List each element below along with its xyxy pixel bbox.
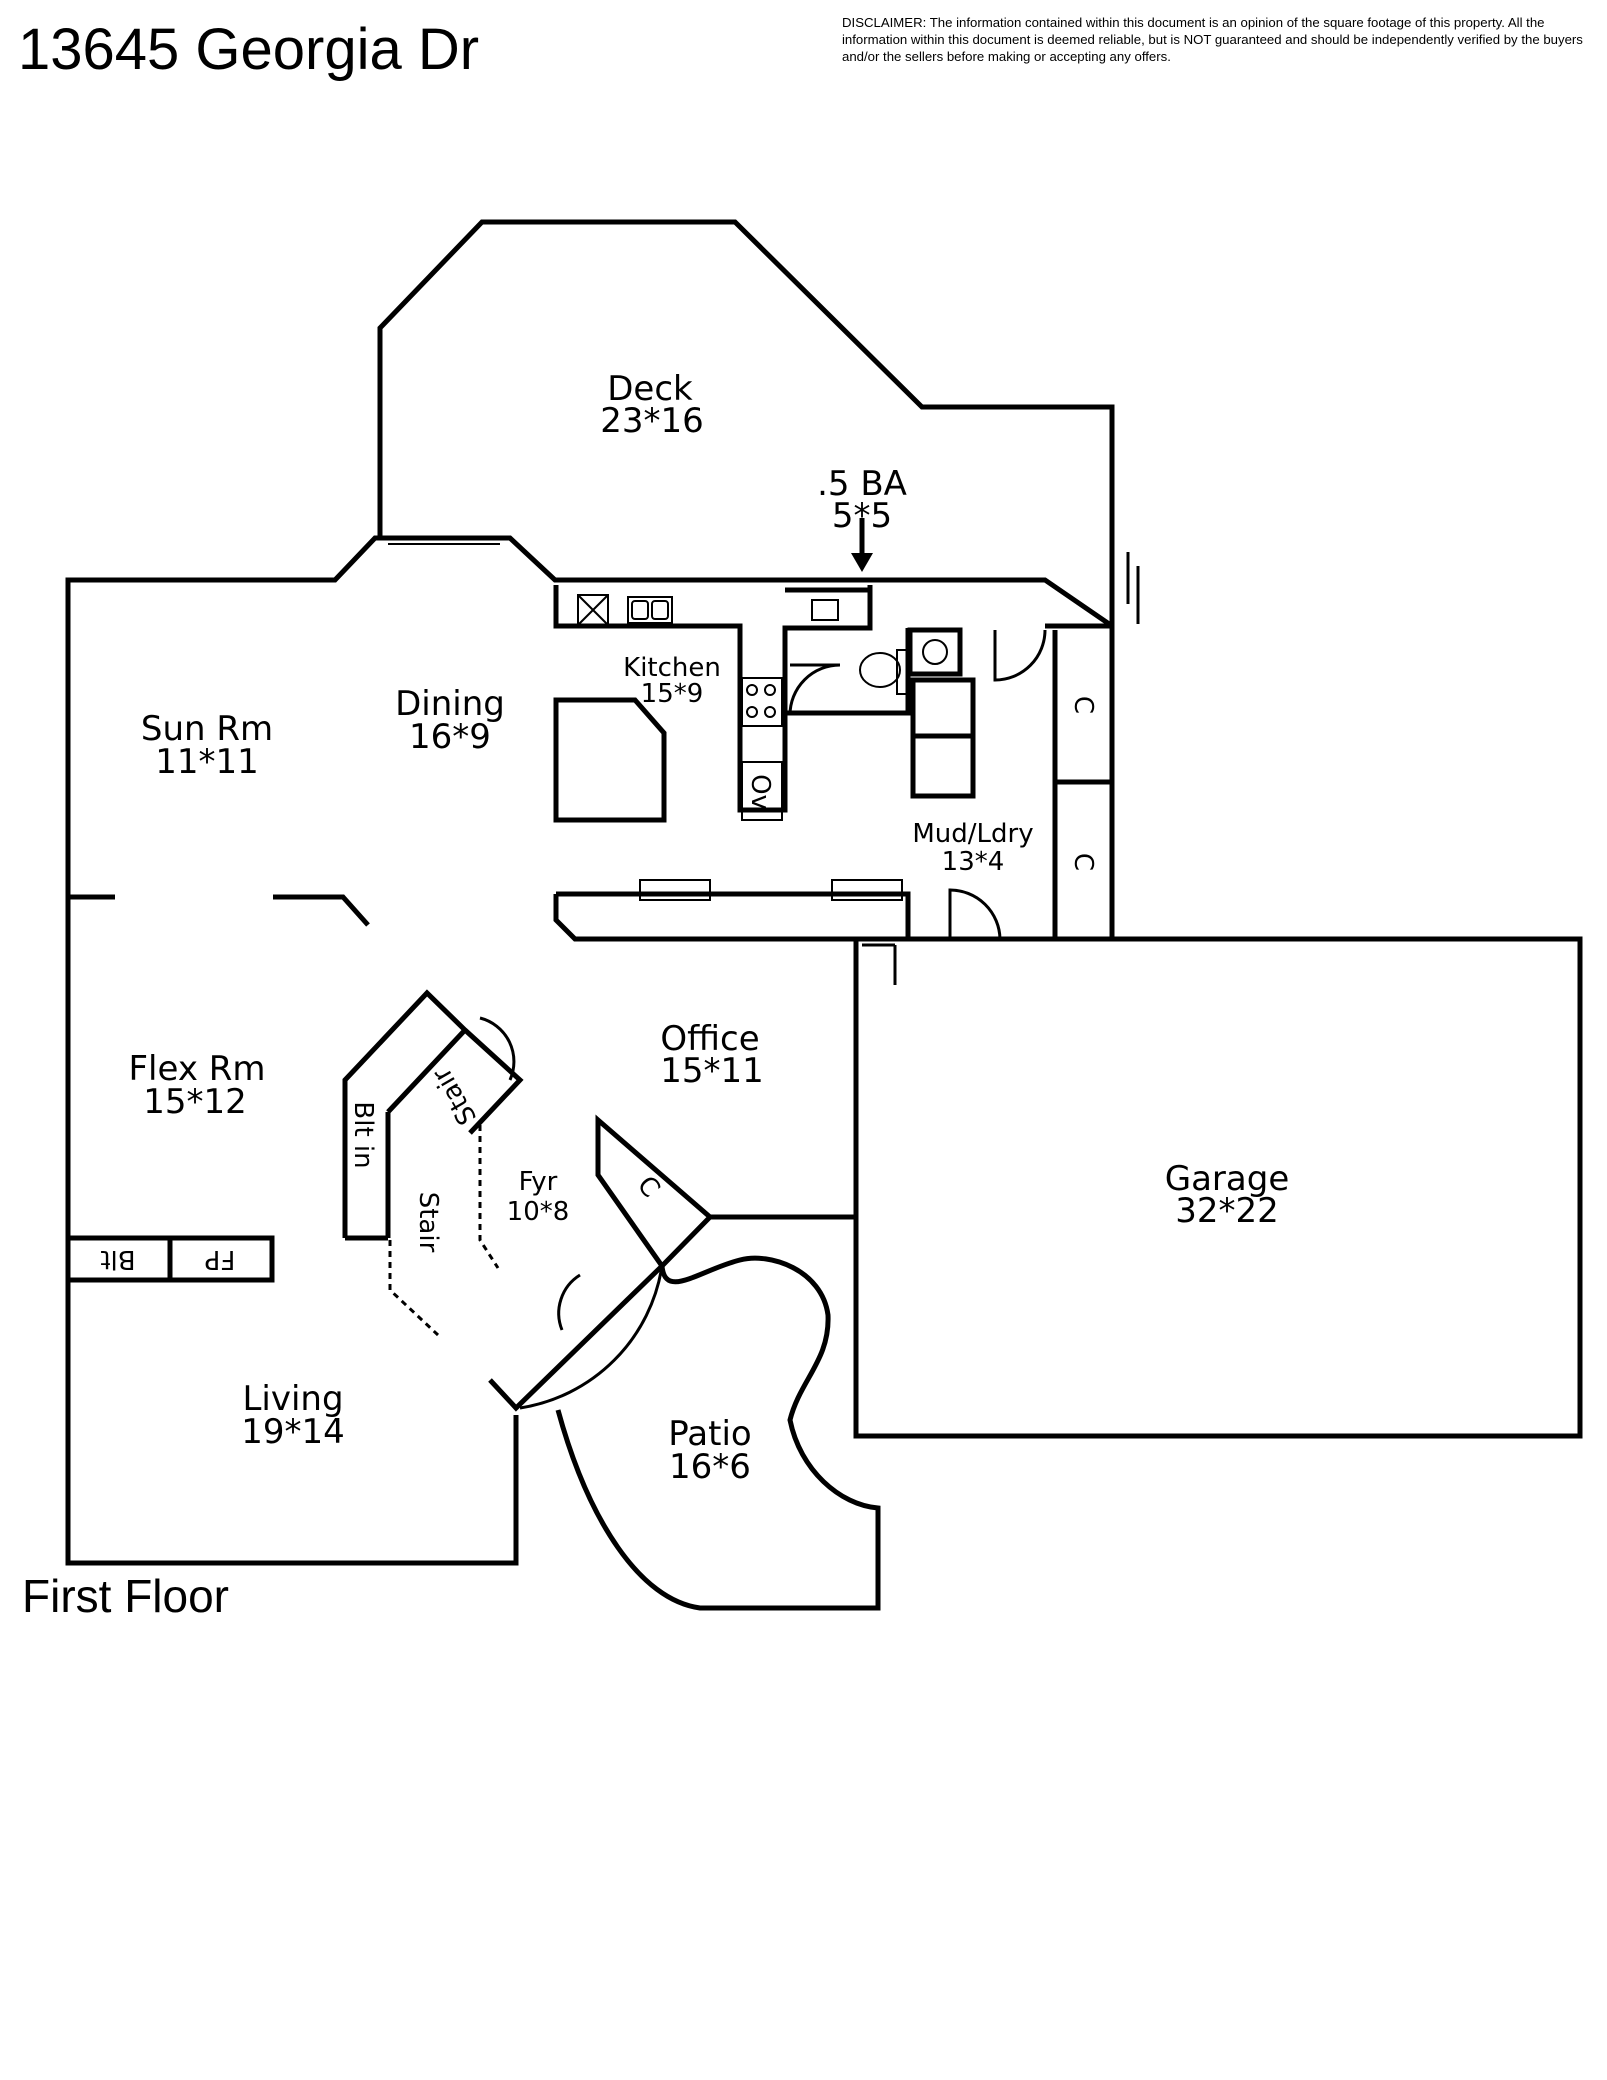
sun-room-label: Sun Rm [141,709,273,749]
disclaimer-text: DISCLAIMER: The information contained wi… [842,15,1583,64]
washer [910,677,976,739]
sun-flex-partition-2 [273,894,370,927]
floor-label: First Floor [22,1570,229,1622]
mud-laundry-label: Mud/Ldry [912,819,1033,849]
kitchen-label: Kitchen [623,653,721,683]
dining-label: Dining [395,684,505,724]
sliding-door [388,537,500,545]
stair-upper-label: Stair [427,1062,483,1130]
foyer-label: Fyr [519,1167,558,1197]
half-bath-dims: 5*5 [832,496,892,536]
kitchen-island [553,697,667,823]
living-label: Living [242,1379,343,1419]
counter-item-2 [831,879,903,901]
half-bath-arrow-icon [851,518,873,572]
bath-door [788,663,841,716]
fireplace-label: FP [205,1244,236,1274]
bar-sink-icon [811,599,839,621]
deck-outline [377,219,1115,629]
counter-item-1 [639,879,711,901]
kitchen-dims: 15*9 [641,679,704,709]
page-title: 13645 Georgia Dr [18,17,480,82]
deck-stairs-marker [1126,552,1140,624]
stair-dash-right [478,1125,500,1269]
patio-dims: 16*6 [669,1447,751,1487]
built-in-stair-label: Blt in [348,1101,378,1168]
living-dims: 19*14 [241,1412,345,1452]
deck-label: Deck [607,369,693,409]
garage-label: Garage [1165,1159,1290,1199]
office-label: Office [660,1019,759,1059]
foyer-dims: 10*8 [507,1197,570,1227]
sink-cabinet [907,627,963,677]
flex-room-dims: 15*12 [143,1082,247,1122]
stair-door [479,1016,516,1081]
office-wall [710,939,859,1220]
stair-lower-label: Stair [413,1192,443,1253]
living-front-wall [488,1264,664,1412]
half-bath-label: .5 BA [817,464,907,504]
closet-label-2: C [1068,853,1098,871]
foyer-door [557,1273,581,1331]
kitchen-counter-lower [553,891,911,942]
laundry-door-lower [948,888,1002,940]
office-dims: 15*11 [660,1051,764,1091]
stair-divider [386,1028,467,1114]
garage-dims: 32*22 [1175,1191,1279,1231]
stair-dash-left [388,1240,440,1337]
sun-room-dims: 11*11 [155,742,259,782]
mud-laundry-dims: 13*4 [942,847,1005,877]
front-door-arc [519,1265,664,1410]
double-sink-icon [627,596,673,624]
laundry-door-upper [993,629,1047,682]
trash-icon [577,594,609,626]
patio-outline [555,1255,881,1611]
house-outer-wall [65,535,1115,1566]
dryer [910,733,976,799]
stair-block [342,989,524,1238]
flex-room-label: Flex Rm [129,1049,266,1089]
dining-dims: 16*9 [409,717,491,757]
built-in-fp-label: Blt [100,1244,135,1274]
bath-sink-icon [922,639,948,665]
toilet-icon [859,652,901,688]
closet-label-1: C [1068,696,1098,714]
half-bath-wall [782,628,911,716]
deck-dims: 23*16 [600,401,704,441]
oven-block [741,761,783,821]
kitchen-back-wall [785,587,873,628]
cooktop-icon [741,677,783,727]
patio-label: Patio [668,1414,751,1454]
oven-label: Ov [745,774,775,810]
